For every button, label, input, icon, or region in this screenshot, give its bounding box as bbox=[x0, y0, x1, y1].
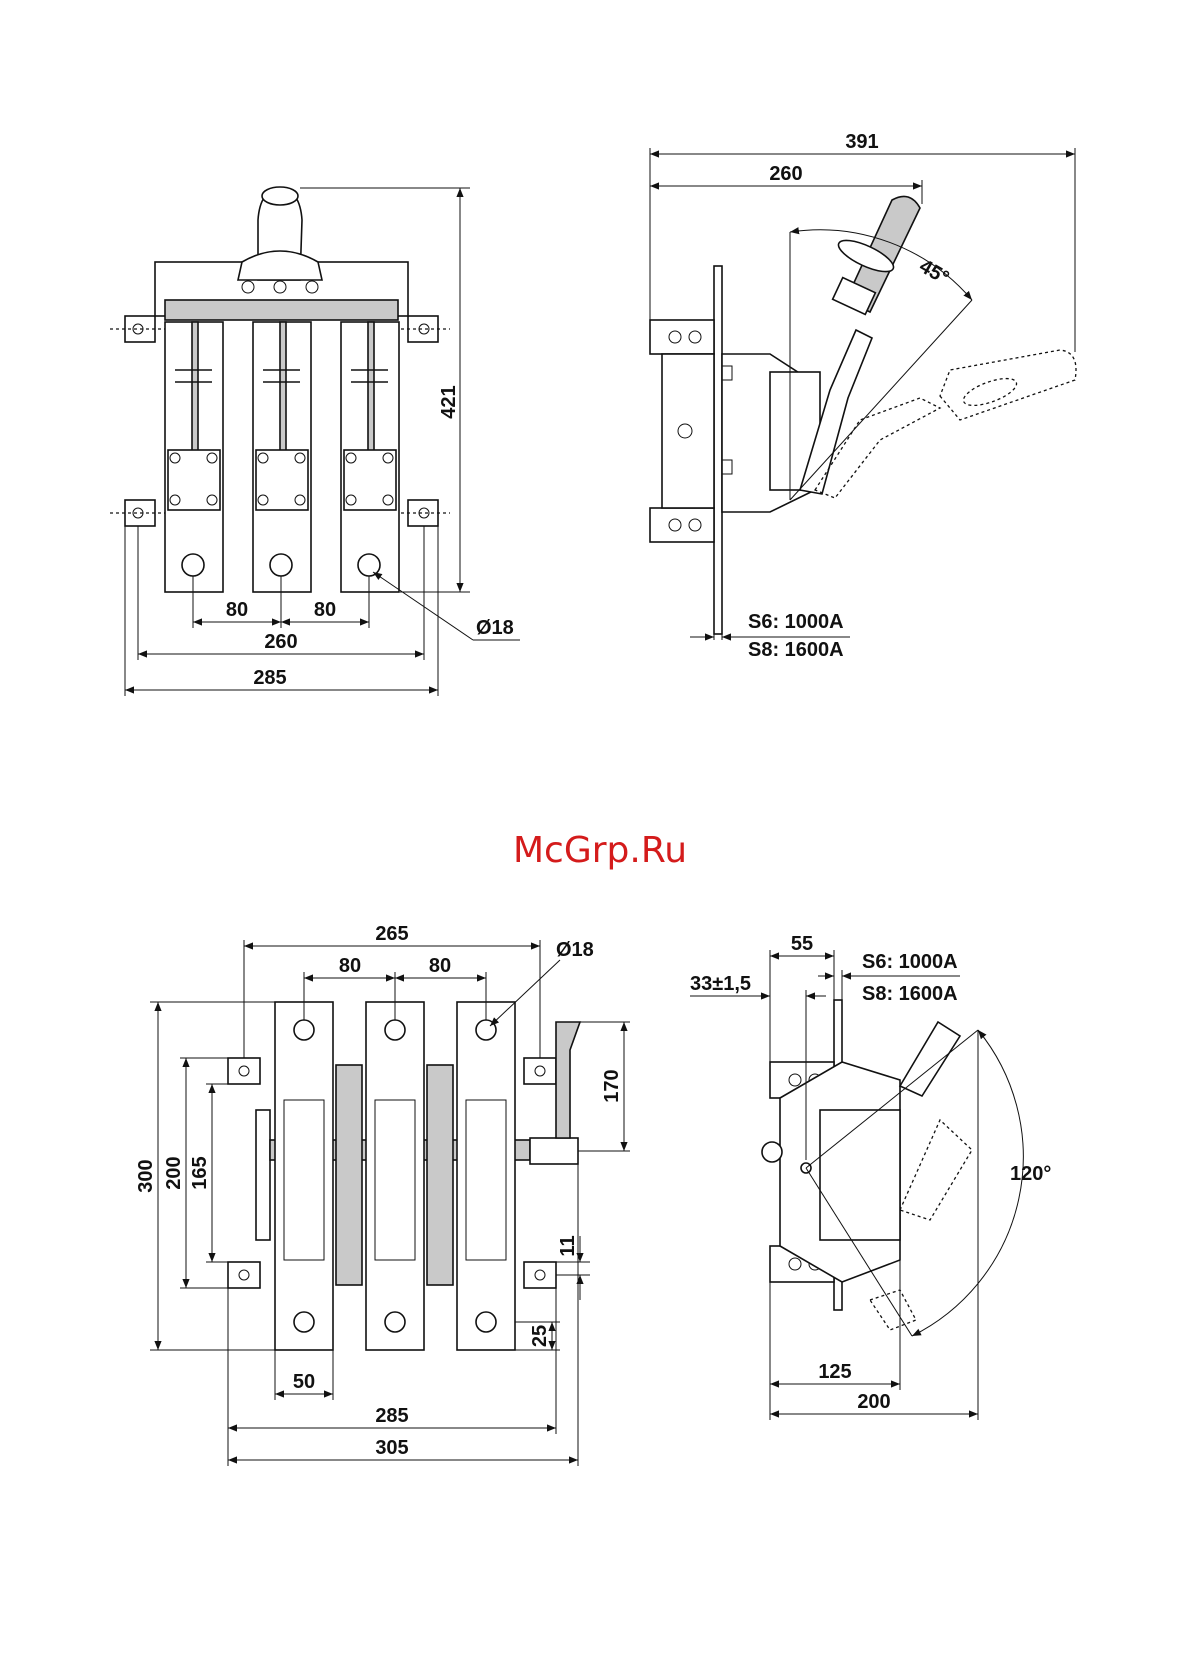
dim-hole-dia: Ø18 bbox=[476, 617, 514, 639]
dim-pitch-right: 80 bbox=[429, 955, 451, 977]
handle-on-position bbox=[800, 196, 920, 494]
dim-inner: 165 bbox=[189, 1156, 211, 1189]
mounting-bracket-left bbox=[110, 316, 170, 526]
dim-offset: 33±1,5 bbox=[690, 973, 751, 995]
front-view-top: 421 80 80 260 285 Ø18 bbox=[110, 187, 520, 696]
dim-edge: 25 bbox=[529, 1325, 551, 1347]
dim-height: 300 bbox=[135, 1159, 157, 1192]
dim-pitch-left: 80 bbox=[339, 955, 361, 977]
busbar-3 bbox=[457, 1002, 515, 1350]
dim-height: 421 bbox=[438, 385, 460, 418]
dim-hole-span: 260 bbox=[264, 631, 297, 653]
dim-overall: 285 bbox=[253, 667, 286, 689]
handle-front bbox=[238, 187, 322, 293]
label-s6: S6: 1000A bbox=[862, 951, 958, 973]
dim-overall: 391 bbox=[845, 131, 878, 153]
dim-inner: 125 bbox=[818, 1361, 851, 1383]
dim-handle: 260 bbox=[769, 163, 802, 185]
mounting-bracket-right bbox=[395, 316, 450, 526]
front-view-bottom: 265 80 80 Ø18 300 200 165 170 11 25 bbox=[135, 923, 630, 1466]
side-view-top: 45° 391 260 S6: 1000A S8: 1600A bbox=[650, 131, 1076, 661]
mounting-plate bbox=[714, 266, 722, 634]
dim-pitch-right: 80 bbox=[314, 599, 336, 621]
dim-mount: 200 bbox=[163, 1156, 185, 1189]
pole-2 bbox=[253, 322, 311, 592]
label-s8: S8: 1600A bbox=[748, 639, 844, 661]
dim-overall: 200 bbox=[857, 1391, 890, 1413]
handle-off-position-top bbox=[900, 1120, 972, 1220]
busbar-2 bbox=[366, 1002, 424, 1350]
side-view-bottom: 120° 55 S6: 1000A S8: 1600A 33±1,5 125 2… bbox=[690, 933, 1051, 1420]
cross-bar bbox=[165, 300, 398, 320]
dim-offset: 11 bbox=[557, 1235, 579, 1256]
busbar-1 bbox=[275, 1002, 333, 1350]
dim-bar-width: 50 bbox=[293, 1371, 315, 1393]
dim-span: 285 bbox=[375, 1405, 408, 1427]
dim-hole-dia: Ø18 bbox=[556, 939, 594, 961]
dim-handle: 170 bbox=[601, 1069, 623, 1102]
dim-pitch-left: 80 bbox=[226, 599, 248, 621]
dim-overall: 305 bbox=[375, 1437, 408, 1459]
dim-angle: 120° bbox=[1010, 1163, 1051, 1185]
handle-off-position-bottom bbox=[870, 1290, 916, 1330]
side-handle bbox=[556, 1022, 580, 1138]
dim-top-span: 265 bbox=[375, 923, 408, 945]
label-s6: S6: 1000A bbox=[748, 611, 844, 633]
dim-depth: 55 bbox=[791, 933, 813, 955]
pole-1 bbox=[165, 322, 223, 592]
label-s8: S8: 1600A bbox=[862, 983, 958, 1005]
dim-angle: 45° bbox=[916, 255, 953, 289]
pole-3 bbox=[341, 322, 399, 592]
watermark: McGrp.Ru bbox=[513, 830, 687, 871]
